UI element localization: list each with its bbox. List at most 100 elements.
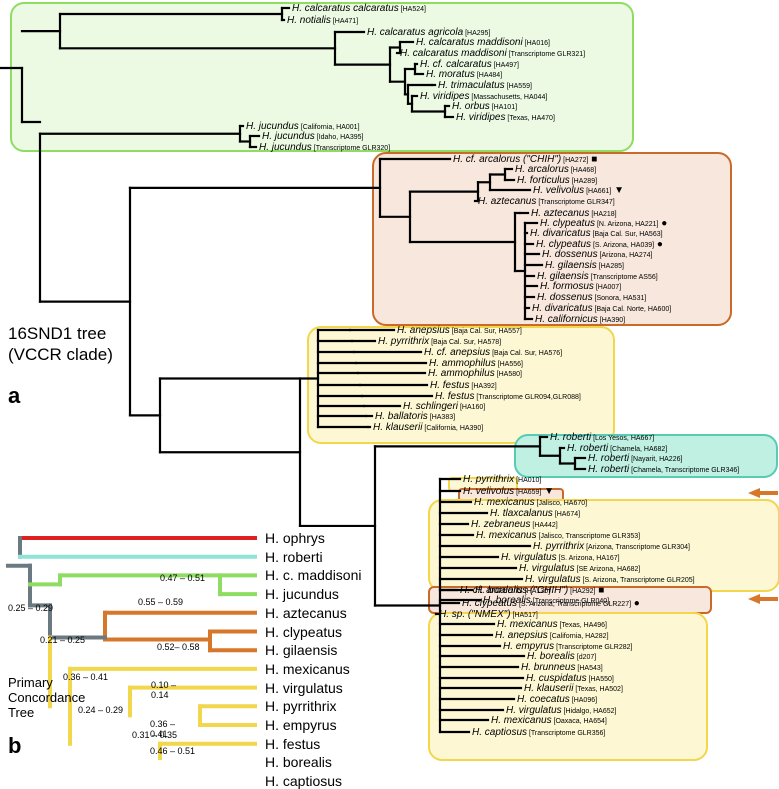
leaf-taxon: H. borealis: [475, 585, 523, 596]
leaf-label: H. cf. anepsius [Baja Cal. Sur, HA576]: [424, 347, 562, 359]
leaf-label: H. velivolus [HA661] ▼: [533, 185, 624, 197]
leaf-label: H. calcaratus calcaratus [HA524]: [292, 3, 426, 15]
concordance-label-2: Concordance: [8, 690, 86, 705]
marker-icon: ▼: [611, 185, 625, 196]
leaf-label: H. clypeatus [S. Arizona, HA039] ●: [536, 239, 663, 251]
leaf-specimen: [HA484]: [474, 72, 503, 79]
leaf-taxon: H. pyrrithrix: [378, 336, 430, 347]
leaf-taxon: H. moratus: [426, 69, 475, 80]
leaf-taxon: H. ballatoris: [375, 411, 428, 422]
leaf-taxon: H. anepsius: [495, 630, 548, 641]
leaf-taxon: H. divaricatus: [532, 303, 593, 314]
leaf-taxon: H. virgulatus: [501, 552, 557, 563]
leaf-taxon: H. jucundus: [259, 142, 312, 153]
leaf-label: H. klauserii [Texas, HA502]: [524, 683, 623, 695]
leaf-taxon: H. klauserii: [373, 422, 423, 433]
leaf-taxon: H. zebraneus: [471, 519, 531, 530]
leaf-taxon: H. dossenus: [537, 292, 593, 303]
leaf-label: H. borealis [HA130]: [475, 585, 550, 597]
leaf-label: H. notialis [HA471]: [287, 15, 358, 27]
leaf-taxon: H. roberti: [550, 432, 592, 443]
leaf-specimen: [S. Arizona, Transcriptome GLR227]: [517, 601, 632, 608]
concordance-taxon: H. pyrrithrix: [265, 698, 337, 715]
leaf-specimen: [Baja Cal. Sur, HA578]: [429, 339, 502, 346]
leaf-label: H. aztecanus [Transcriptome GLR347]: [478, 196, 615, 208]
leaf-label: H. arcalorus [HA468]: [515, 164, 596, 176]
marker-icon: ■: [588, 154, 598, 165]
leaf-taxon: H. calcaratus agricola: [367, 27, 464, 38]
leaf-specimen: [Texas, HA470]: [505, 115, 555, 122]
leaf-specimen: [Transcriptome GLR321]: [506, 51, 586, 58]
panel-label-a: a: [8, 383, 21, 408]
leaf-specimen: [Oaxaca, HA654]: [551, 718, 607, 725]
leaf-taxon: H. ammophilus: [429, 358, 496, 369]
leaf-label: H. festus [HA392]: [430, 380, 497, 392]
leaf-specimen: [N. Arizona, HA221]: [595, 221, 659, 228]
leaf-specimen: [HA218]: [589, 211, 617, 218]
leaf-specimen: [S. Arizona, Transcriptome GLR205]: [580, 577, 695, 584]
leaf-specimen: [HA160]: [458, 404, 486, 411]
leaf-label: H. jucundus [Transcriptome GLR320]: [259, 142, 390, 154]
leaf-specimen: [HA524]: [398, 6, 426, 13]
leaf-specimen: [Hidalgo, HA652]: [561, 708, 617, 715]
leaf-specimen: [S. Arizona, HA167]: [556, 555, 620, 562]
leaf-specimen: [Baja Cal. Sur, HA563]: [590, 231, 663, 238]
leaf-label: H. brunneus [HA543]: [521, 662, 603, 674]
concordance-taxon: H. festus: [265, 735, 321, 752]
concordance-label-3: Tree: [8, 705, 35, 720]
leaf-specimen: [Jalisco, HA670]: [534, 500, 588, 507]
leaf-label: H. calcaratus agricola [HA295]: [367, 27, 490, 39]
leaf-specimen: [Nayarit, HA226]: [629, 456, 683, 463]
leaf-label: H. cf. arcalorus ("CHIH") [HA292] ■: [460, 585, 604, 597]
leaf-specimen: [HA559]: [504, 83, 532, 90]
leaf-taxon: H. notialis: [287, 15, 331, 26]
leaf-specimen: [HA550]: [586, 676, 614, 683]
clade-sublabel: (VCCR clade): [8, 345, 113, 364]
concordance-taxon: H. roberti: [265, 548, 323, 565]
leaf-taxon: H. viridipes: [420, 91, 470, 102]
leaf-taxon: H. tlaxcalanus: [490, 508, 553, 519]
leaf-specimen: [HA101]: [489, 104, 518, 111]
leaf-specimen: [HA292]: [568, 588, 596, 595]
leaf-specimen: [Jalisco, Transcriptome GLR353]: [536, 533, 641, 540]
leaf-taxon: H. calcaratus maddisoni: [400, 48, 507, 59]
leaf-specimen: [HA580]: [494, 371, 522, 378]
leaf-specimen: [California, HA390]: [422, 425, 484, 432]
leaf-taxon: H. forticulus: [517, 175, 570, 186]
leaf-specimen: [HA285]: [596, 263, 624, 270]
leaf-taxon: H. mexicanus: [491, 715, 552, 726]
leaf-taxon: H. borealis: [483, 595, 531, 606]
leaf-specimen: [Arizona, Transcriptome GLR304]: [584, 544, 690, 551]
leaf-label: H. mexicanus [Oaxaca, HA654]: [491, 715, 607, 727]
phylogenetic-tree: [0, 6, 587, 760]
leaf-taxon: H. ammophilus: [428, 368, 495, 379]
leaf-taxon: H. pyrrithrix: [533, 541, 585, 552]
leaf-specimen: [HA016]: [522, 40, 550, 47]
leaf-label: H. roberti [Chamela, Transcriptome GLR34…: [588, 464, 739, 476]
leaf-specimen: [HA543]: [575, 665, 603, 672]
leaf-label: H. virgulatus [SE Arizona, HA682]: [519, 563, 640, 575]
leaf-taxon: H. virgulatus: [506, 705, 562, 716]
leaf-label: H. divaricatus [Baja Cal. Norte, HA600]: [532, 303, 671, 315]
leaf-label: H. jucundus [California, HA001]: [246, 121, 360, 133]
concordance-taxon: H. ophrys: [265, 530, 325, 546]
leaf-label: H. schlingeri [HA160]: [403, 401, 485, 413]
cf-label: 0.36 – 0.41: [63, 672, 109, 682]
leaf-label: H. borealis [Transcriptome GLR040]: [483, 595, 609, 607]
leaf-label: H. empyrus [Transcriptome GLR282]: [503, 641, 632, 653]
cf-label: 0.55 – 0.59: [138, 597, 184, 607]
leaf-label: H. moratus [HA484]: [426, 69, 502, 81]
leaf-specimen: [Transcriptome GLR040]: [530, 598, 610, 605]
leaf-label: H. pyrrithrix [HA010]: [463, 474, 541, 486]
leaf-taxon: H. virgulatus: [525, 574, 581, 585]
leaf-label: H. roberti [Chamela, HA682]: [567, 443, 667, 455]
leaf-specimen: [HA661]: [584, 188, 612, 195]
leaf-taxon: H. aztecanus: [531, 208, 590, 219]
leaf-specimen: [HA471]: [330, 18, 359, 25]
leaf-taxon: H. orbus: [452, 101, 490, 112]
leaf-taxon: H. roberti: [567, 443, 609, 454]
marker-icon: ●: [654, 239, 663, 250]
leaf-label: H. viridipes [Texas, HA470]: [456, 112, 555, 124]
leaf-specimen: [HA390]: [597, 317, 626, 324]
leaf-taxon: H. virgulatus: [519, 563, 575, 574]
